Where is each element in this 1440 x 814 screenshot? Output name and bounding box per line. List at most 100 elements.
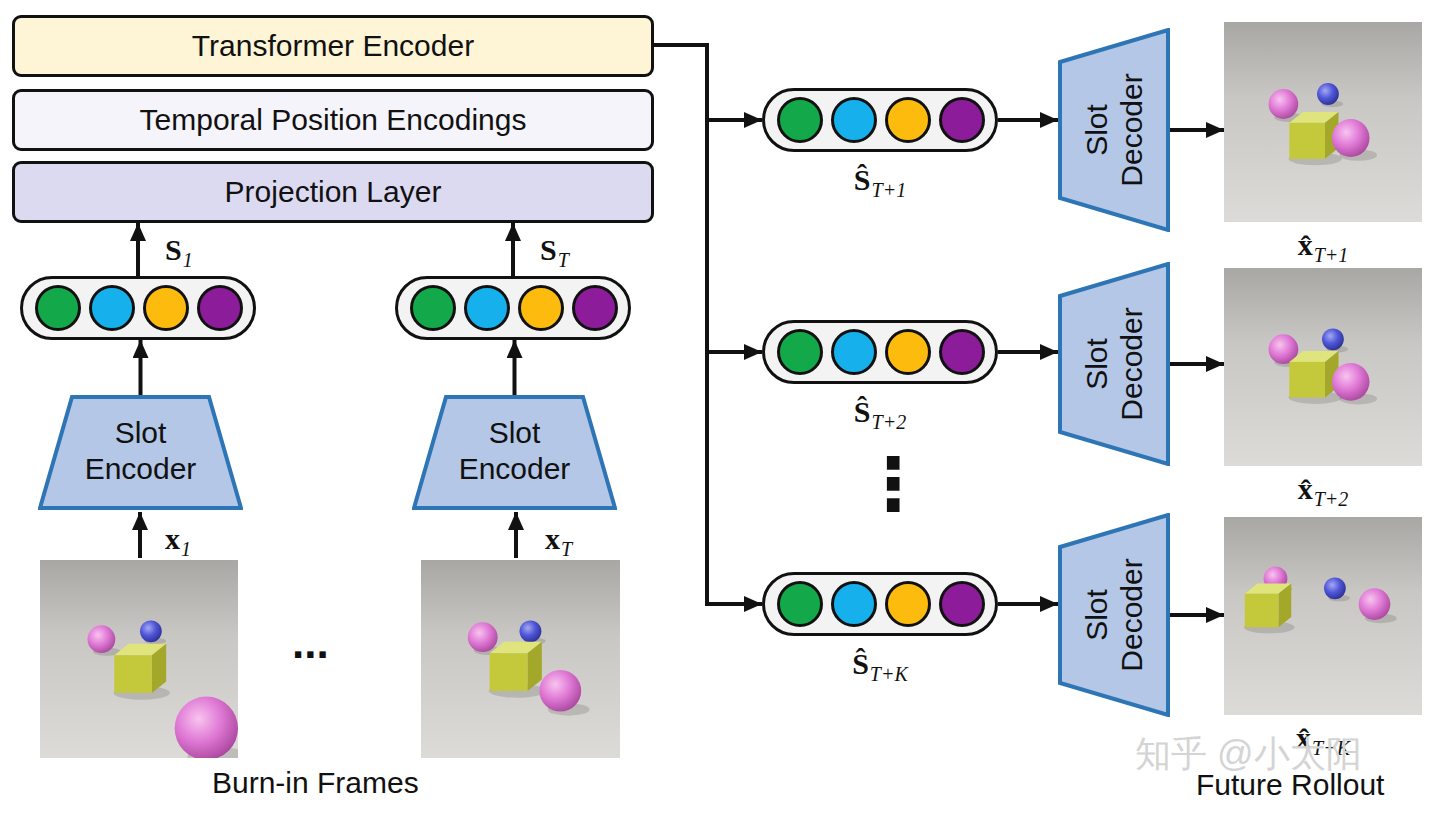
slot-circle bbox=[35, 285, 81, 331]
section-caption: Burn-in Frames bbox=[212, 766, 419, 800]
ellipsis: ... bbox=[292, 618, 329, 668]
slot-circle bbox=[831, 329, 877, 375]
encoder-name: Slot Encoder bbox=[66, 415, 216, 487]
layer-name: Temporal Position Encodings bbox=[140, 103, 527, 137]
math-base: Ŝ bbox=[854, 163, 871, 196]
slot-circle bbox=[939, 329, 985, 375]
input-label: x1 bbox=[165, 522, 191, 556]
frame-image: x̂T+1 bbox=[1224, 22, 1422, 222]
slot-circle bbox=[197, 285, 243, 331]
slot-label: ŜT+2 bbox=[765, 395, 995, 429]
flow-arrow bbox=[1170, 362, 1224, 366]
slot-label: ST bbox=[540, 233, 569, 267]
slot-label: S1 bbox=[165, 233, 193, 267]
flow-arrow bbox=[998, 118, 1058, 122]
scene-image bbox=[1224, 517, 1422, 719]
encoder-name: Slot Encoder bbox=[440, 415, 590, 487]
flow-arrow bbox=[511, 223, 515, 276]
decoder-name: Slot Decoder bbox=[1080, 545, 1149, 685]
math-subscript: T bbox=[561, 538, 572, 560]
math-base: x̂ bbox=[1298, 228, 1313, 261]
math-base: x bbox=[165, 522, 180, 555]
layer-band: Temporal Position Encodings bbox=[12, 89, 654, 151]
slot-circle bbox=[410, 285, 456, 331]
slot-circle bbox=[518, 285, 564, 331]
scene-render bbox=[1224, 517, 1422, 715]
input-label: xT bbox=[545, 522, 572, 556]
watermark: 知乎 @小太阳 bbox=[1135, 730, 1362, 779]
math-subscript: T bbox=[558, 249, 569, 271]
slot-encoder: Slot Encoder bbox=[412, 395, 617, 510]
slot-decoder: Slot Decoder bbox=[1058, 262, 1170, 466]
math-subscript: T+1 bbox=[1314, 244, 1349, 266]
slot-set: ŜT+K bbox=[762, 572, 998, 636]
slot-set: S1 bbox=[20, 276, 256, 340]
decoder-name: Slot Decoder bbox=[1080, 60, 1149, 200]
flow-arrow bbox=[998, 350, 1058, 354]
trapezoid-shape bbox=[1060, 30, 1168, 230]
flow-arrow bbox=[1170, 128, 1224, 132]
math-base: x bbox=[545, 522, 560, 555]
slot-circle bbox=[572, 285, 618, 331]
frame-image: x̂T+2 bbox=[1224, 268, 1422, 466]
math-base: S bbox=[165, 233, 182, 266]
math-subscript: 1 bbox=[183, 249, 193, 271]
decoder-name: Slot Decoder bbox=[1080, 294, 1149, 434]
flow-arrow bbox=[139, 340, 143, 395]
layer-band: Transformer Encoder bbox=[12, 15, 654, 77]
math-base: Ŝ bbox=[854, 395, 871, 428]
slot-set: ŜT+1 bbox=[762, 88, 998, 152]
slot-set: ST bbox=[395, 276, 631, 340]
layer-name: Projection Layer bbox=[225, 175, 442, 209]
slot-decoder: Slot Decoder bbox=[1058, 513, 1170, 717]
slot-circle bbox=[777, 581, 823, 627]
slot-circle bbox=[777, 329, 823, 375]
trapezoid-shape bbox=[1060, 264, 1168, 464]
slot-label: ŜT+1 bbox=[765, 163, 995, 197]
flow-arrow bbox=[654, 45, 762, 604]
slot-circle bbox=[143, 285, 189, 331]
slot-circle bbox=[939, 97, 985, 143]
scene-render bbox=[421, 560, 620, 758]
slot-circle bbox=[464, 285, 510, 331]
math-subscript: T+2 bbox=[1314, 488, 1349, 510]
frame-image: x̂T+K bbox=[1224, 517, 1422, 715]
slot-circle bbox=[89, 285, 135, 331]
slot-circle bbox=[777, 97, 823, 143]
slot-circle bbox=[885, 97, 931, 143]
math-subscript: 1 bbox=[181, 538, 191, 560]
scene-render bbox=[1224, 22, 1422, 222]
flow-arrow bbox=[998, 602, 1058, 606]
frame-label: x̂T+2 bbox=[1224, 472, 1422, 506]
flow-arrow bbox=[1170, 613, 1224, 617]
math-base: Ŝ bbox=[852, 647, 869, 680]
slot-circle bbox=[939, 581, 985, 627]
math-subscript: T+K bbox=[870, 663, 908, 685]
frame-label: x̂T+1 bbox=[1224, 228, 1422, 262]
slot-circle bbox=[885, 581, 931, 627]
scene-image bbox=[40, 560, 238, 758]
input-arrow bbox=[138, 512, 142, 558]
layer-band: Projection Layer bbox=[12, 161, 654, 223]
scene-image bbox=[421, 560, 620, 758]
slot-set: ŜT+2 bbox=[762, 320, 998, 384]
flow-arrow bbox=[136, 223, 140, 276]
flow-arrow bbox=[513, 340, 517, 395]
slot-circle bbox=[885, 329, 931, 375]
scene-image bbox=[1224, 268, 1422, 470]
flow-arrow bbox=[654, 45, 762, 352]
flow-arrow bbox=[654, 45, 762, 120]
math-subscript: T+2 bbox=[872, 411, 907, 433]
scene-render bbox=[1224, 268, 1422, 466]
math-subscript: T+1 bbox=[872, 179, 907, 201]
trapezoid-shape bbox=[40, 397, 241, 508]
input-arrow bbox=[514, 512, 518, 558]
slot-encoder: Slot Encoder bbox=[38, 395, 243, 510]
ellipsis: ⋮ bbox=[857, 448, 929, 520]
trapezoid-shape bbox=[1060, 515, 1168, 715]
layer-name: Transformer Encoder bbox=[192, 29, 474, 63]
scene-image bbox=[1224, 22, 1422, 226]
trapezoid-shape bbox=[414, 397, 615, 508]
math-base: x̂ bbox=[1298, 472, 1313, 505]
